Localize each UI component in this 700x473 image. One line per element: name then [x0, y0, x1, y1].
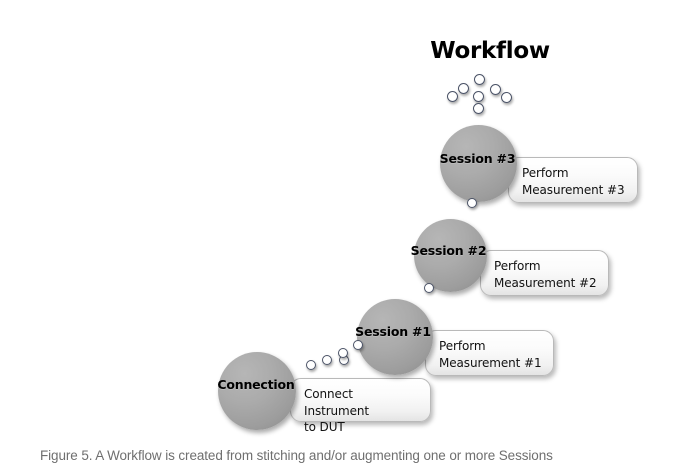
- node-session-1-label: Session #1: [355, 323, 431, 339]
- node-session-3-label: Session #3: [439, 151, 516, 166]
- callout-session-3[interactable]: Perform Measurement #3: [508, 157, 638, 203]
- cluster-circle-3: [490, 84, 501, 95]
- cluster-circle-2: [458, 83, 469, 94]
- arc-circle-2: [322, 355, 332, 365]
- connector-circle-session3-session2: [467, 198, 477, 208]
- node-session-2[interactable]: Session #2: [410, 219, 487, 292]
- arc-circle-3: [338, 348, 348, 358]
- callout-session-3-text: Perform Measurement #3: [522, 166, 625, 197]
- node-session-3[interactable]: Session #3: [440, 125, 517, 202]
- figure-caption: Figure 5. A Workflow is created from sti…: [40, 448, 553, 463]
- node-connection[interactable]: Connection: [217, 352, 296, 430]
- cluster-circle-1: [474, 74, 485, 85]
- callout-connection[interactable]: Connect Instrument to DUT: [290, 378, 431, 434]
- cluster-circle-4: [447, 91, 458, 102]
- node-session-2-label: Session #2: [410, 243, 487, 258]
- page-title: Workflow: [430, 38, 550, 64]
- callout-session-2-text: Perform Measurement #2: [494, 259, 597, 290]
- node-session-1[interactable]: Session #1: [355, 299, 433, 375]
- cluster-circle-6: [501, 92, 512, 103]
- callout-connection-text: Connect Instrument to DUT: [304, 387, 370, 434]
- callout-session-1[interactable]: Perform Measurement #1: [425, 330, 554, 376]
- node-connection-label: Connection: [217, 376, 295, 392]
- cluster-circle-5: [473, 91, 484, 102]
- callout-session-1-text: Perform Measurement #1: [439, 339, 542, 370]
- connector-circle-session2-session1: [424, 283, 434, 293]
- arc-circle-4: [353, 340, 363, 350]
- arc-circle-1: [306, 360, 316, 370]
- callout-session-2[interactable]: Perform Measurement #2: [480, 250, 609, 296]
- cluster-circle-7: [473, 103, 484, 114]
